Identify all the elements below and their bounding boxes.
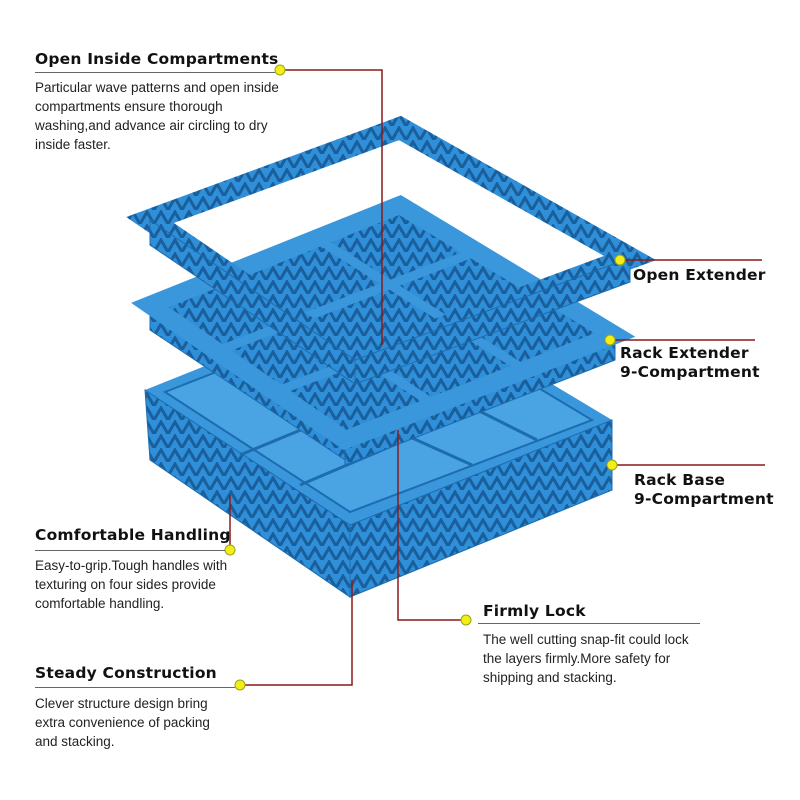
open-extender: [126, 115, 657, 385]
rack-base-label-2: 9-Compartment: [634, 490, 774, 508]
divider: [478, 623, 700, 624]
firmly-lock-desc: The well cutting snap-fit could lock the…: [483, 632, 689, 685]
callout-dots: [224, 64, 626, 691]
open-extender-label: Open Extender: [633, 266, 766, 284]
open-inside-title: Open Inside Compartments: [35, 50, 279, 68]
rack-base-label-1: Rack Base: [634, 471, 726, 489]
divider: [35, 687, 235, 688]
leader-lines: [229, 69, 765, 686]
rack-extender-label-2: 9-Compartment: [620, 363, 760, 381]
handling-desc: Easy-to-grip.Tough handles with texturin…: [35, 558, 228, 611]
firmly-lock-title: Firmly Lock: [483, 602, 586, 620]
divider: [35, 72, 275, 73]
steady-desc: Clever structure design bring extra conv…: [35, 696, 210, 749]
open-inside-desc: Particular wave patterns and open inside…: [35, 80, 279, 152]
divider: [35, 550, 225, 551]
handling-title: Comfortable Handling: [35, 526, 231, 544]
steady-title: Steady Construction: [35, 664, 217, 682]
rack-extender-label-1: Rack Extender: [620, 344, 749, 362]
